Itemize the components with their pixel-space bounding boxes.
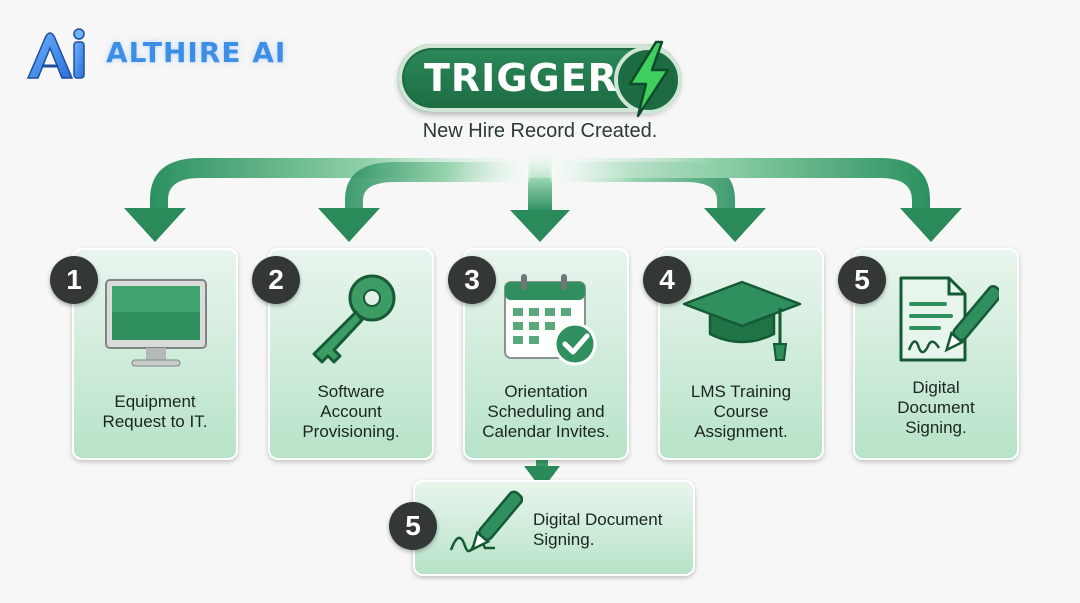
graduation-cap-icon	[682, 280, 802, 361]
label-line: Assignment.	[694, 422, 788, 441]
key-icon	[312, 274, 396, 364]
label-line: Software	[317, 382, 385, 401]
step-label-4: LMS Training Course Assignment.	[660, 382, 822, 442]
label-line: Digital	[912, 378, 960, 397]
label-line: Provisioning.	[302, 422, 400, 441]
label-line: Equipment	[114, 392, 196, 411]
ai-logo-icon	[26, 28, 85, 79]
step-card-1: Equipment Request to IT.	[72, 248, 238, 460]
arrowhead-extra	[524, 466, 560, 490]
lightning-bolt-icon	[614, 40, 682, 118]
trigger-label: TRIGGER	[424, 56, 618, 100]
extra-step-card: Digital Document Signing.	[413, 480, 695, 576]
arrowhead-2	[318, 208, 380, 242]
step-label-3: Orientation Scheduling and Calendar Invi…	[465, 382, 627, 442]
arrowhead-1	[124, 208, 186, 242]
brand-name: ALTHIRE AI	[106, 36, 287, 69]
step-badge-3: 3	[448, 256, 496, 304]
trigger-pill: TRIGGER	[398, 40, 682, 118]
step-card-2: Software Account Provisioning.	[268, 248, 434, 460]
label-line: Account	[320, 402, 382, 421]
arm-outer-right	[540, 158, 930, 210]
signed-document-icon	[899, 276, 999, 362]
label-line: Signing.	[905, 418, 967, 437]
label-line: LMS Training	[690, 382, 792, 401]
step-card-4: LMS Training Course Assignment.	[658, 248, 824, 460]
arrowhead-4	[704, 208, 766, 242]
arrowhead-5	[900, 208, 962, 242]
step-label-5: Digital Document Signing.	[855, 378, 1017, 438]
pen-signature-icon	[449, 490, 523, 553]
monitor-icon	[105, 279, 207, 367]
label-line: Calendar Invites.	[482, 422, 610, 441]
step-badge-2: 2	[252, 256, 300, 304]
label-line: Document	[897, 398, 975, 417]
step-label-1: Equipment Request to IT.	[74, 392, 236, 432]
arm-inner-left	[345, 162, 530, 210]
label-line: Digital Document	[533, 510, 663, 529]
step-badge-4: 4	[643, 256, 691, 304]
label-line: Request to IT.	[102, 412, 208, 431]
trigger-subtitle: New Hire Record Created.	[422, 120, 658, 142]
arrowhead-3	[510, 210, 570, 242]
extra-step-badge: 5	[389, 502, 437, 550]
label-line: Course	[713, 402, 769, 421]
label-line: Signing.	[533, 530, 595, 549]
brand-logo: ALTHIRE AI	[22, 28, 322, 84]
extra-step-label: Digital Document Signing.	[533, 510, 662, 550]
label-line: Orientation	[504, 382, 588, 401]
label-line: Scheduling and	[487, 402, 605, 421]
step-badge-5: 5	[838, 256, 886, 304]
step-label-2: Software Account Provisioning.	[270, 382, 432, 442]
step-badge-1: 1	[50, 256, 98, 304]
calendar-check-icon	[504, 274, 597, 366]
